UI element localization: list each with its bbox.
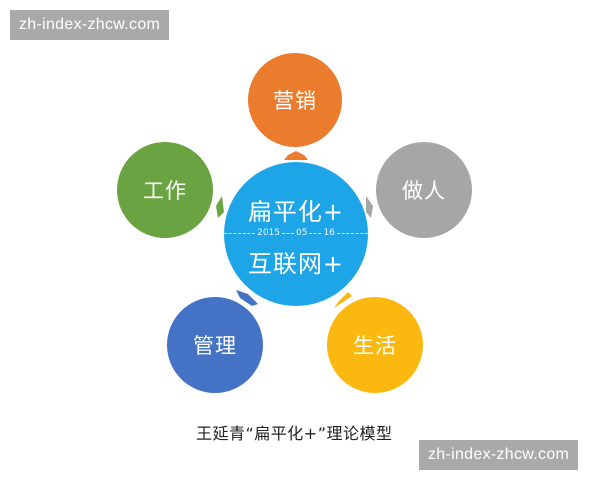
node-life: 生活	[327, 297, 423, 393]
arrow-down-right-icon	[334, 292, 352, 308]
node-label: 做人	[402, 179, 446, 203]
node-label: 营销	[273, 89, 317, 113]
node-work: 工作	[117, 142, 213, 238]
arrow-up-icon	[284, 151, 308, 160]
node-label: 工作	[143, 179, 187, 203]
diagram-caption: 王延青“扁平化+”理论模型	[196, 424, 393, 443]
watermark-top: zh-index-zhcw.com	[10, 10, 170, 40]
arrow-down-left-icon	[236, 290, 258, 306]
center-hub: 扁平化+ 2015 05 16 互联网+	[224, 162, 368, 306]
arrow-left-icon	[216, 196, 224, 218]
center-date: 2015 05 16	[224, 228, 368, 238]
node-label: 生活	[353, 334, 397, 358]
node-people: 做人	[376, 142, 472, 238]
center-title: 扁平化+	[247, 198, 345, 226]
watermark-bottom: zh-index-zhcw.com	[419, 440, 579, 470]
center-subtitle: 互联网+	[247, 250, 345, 278]
node-marketing: 营销	[248, 53, 342, 147]
arrow-right-icon	[366, 196, 373, 218]
node-management: 管理	[167, 297, 263, 393]
node-label: 管理	[193, 334, 237, 358]
